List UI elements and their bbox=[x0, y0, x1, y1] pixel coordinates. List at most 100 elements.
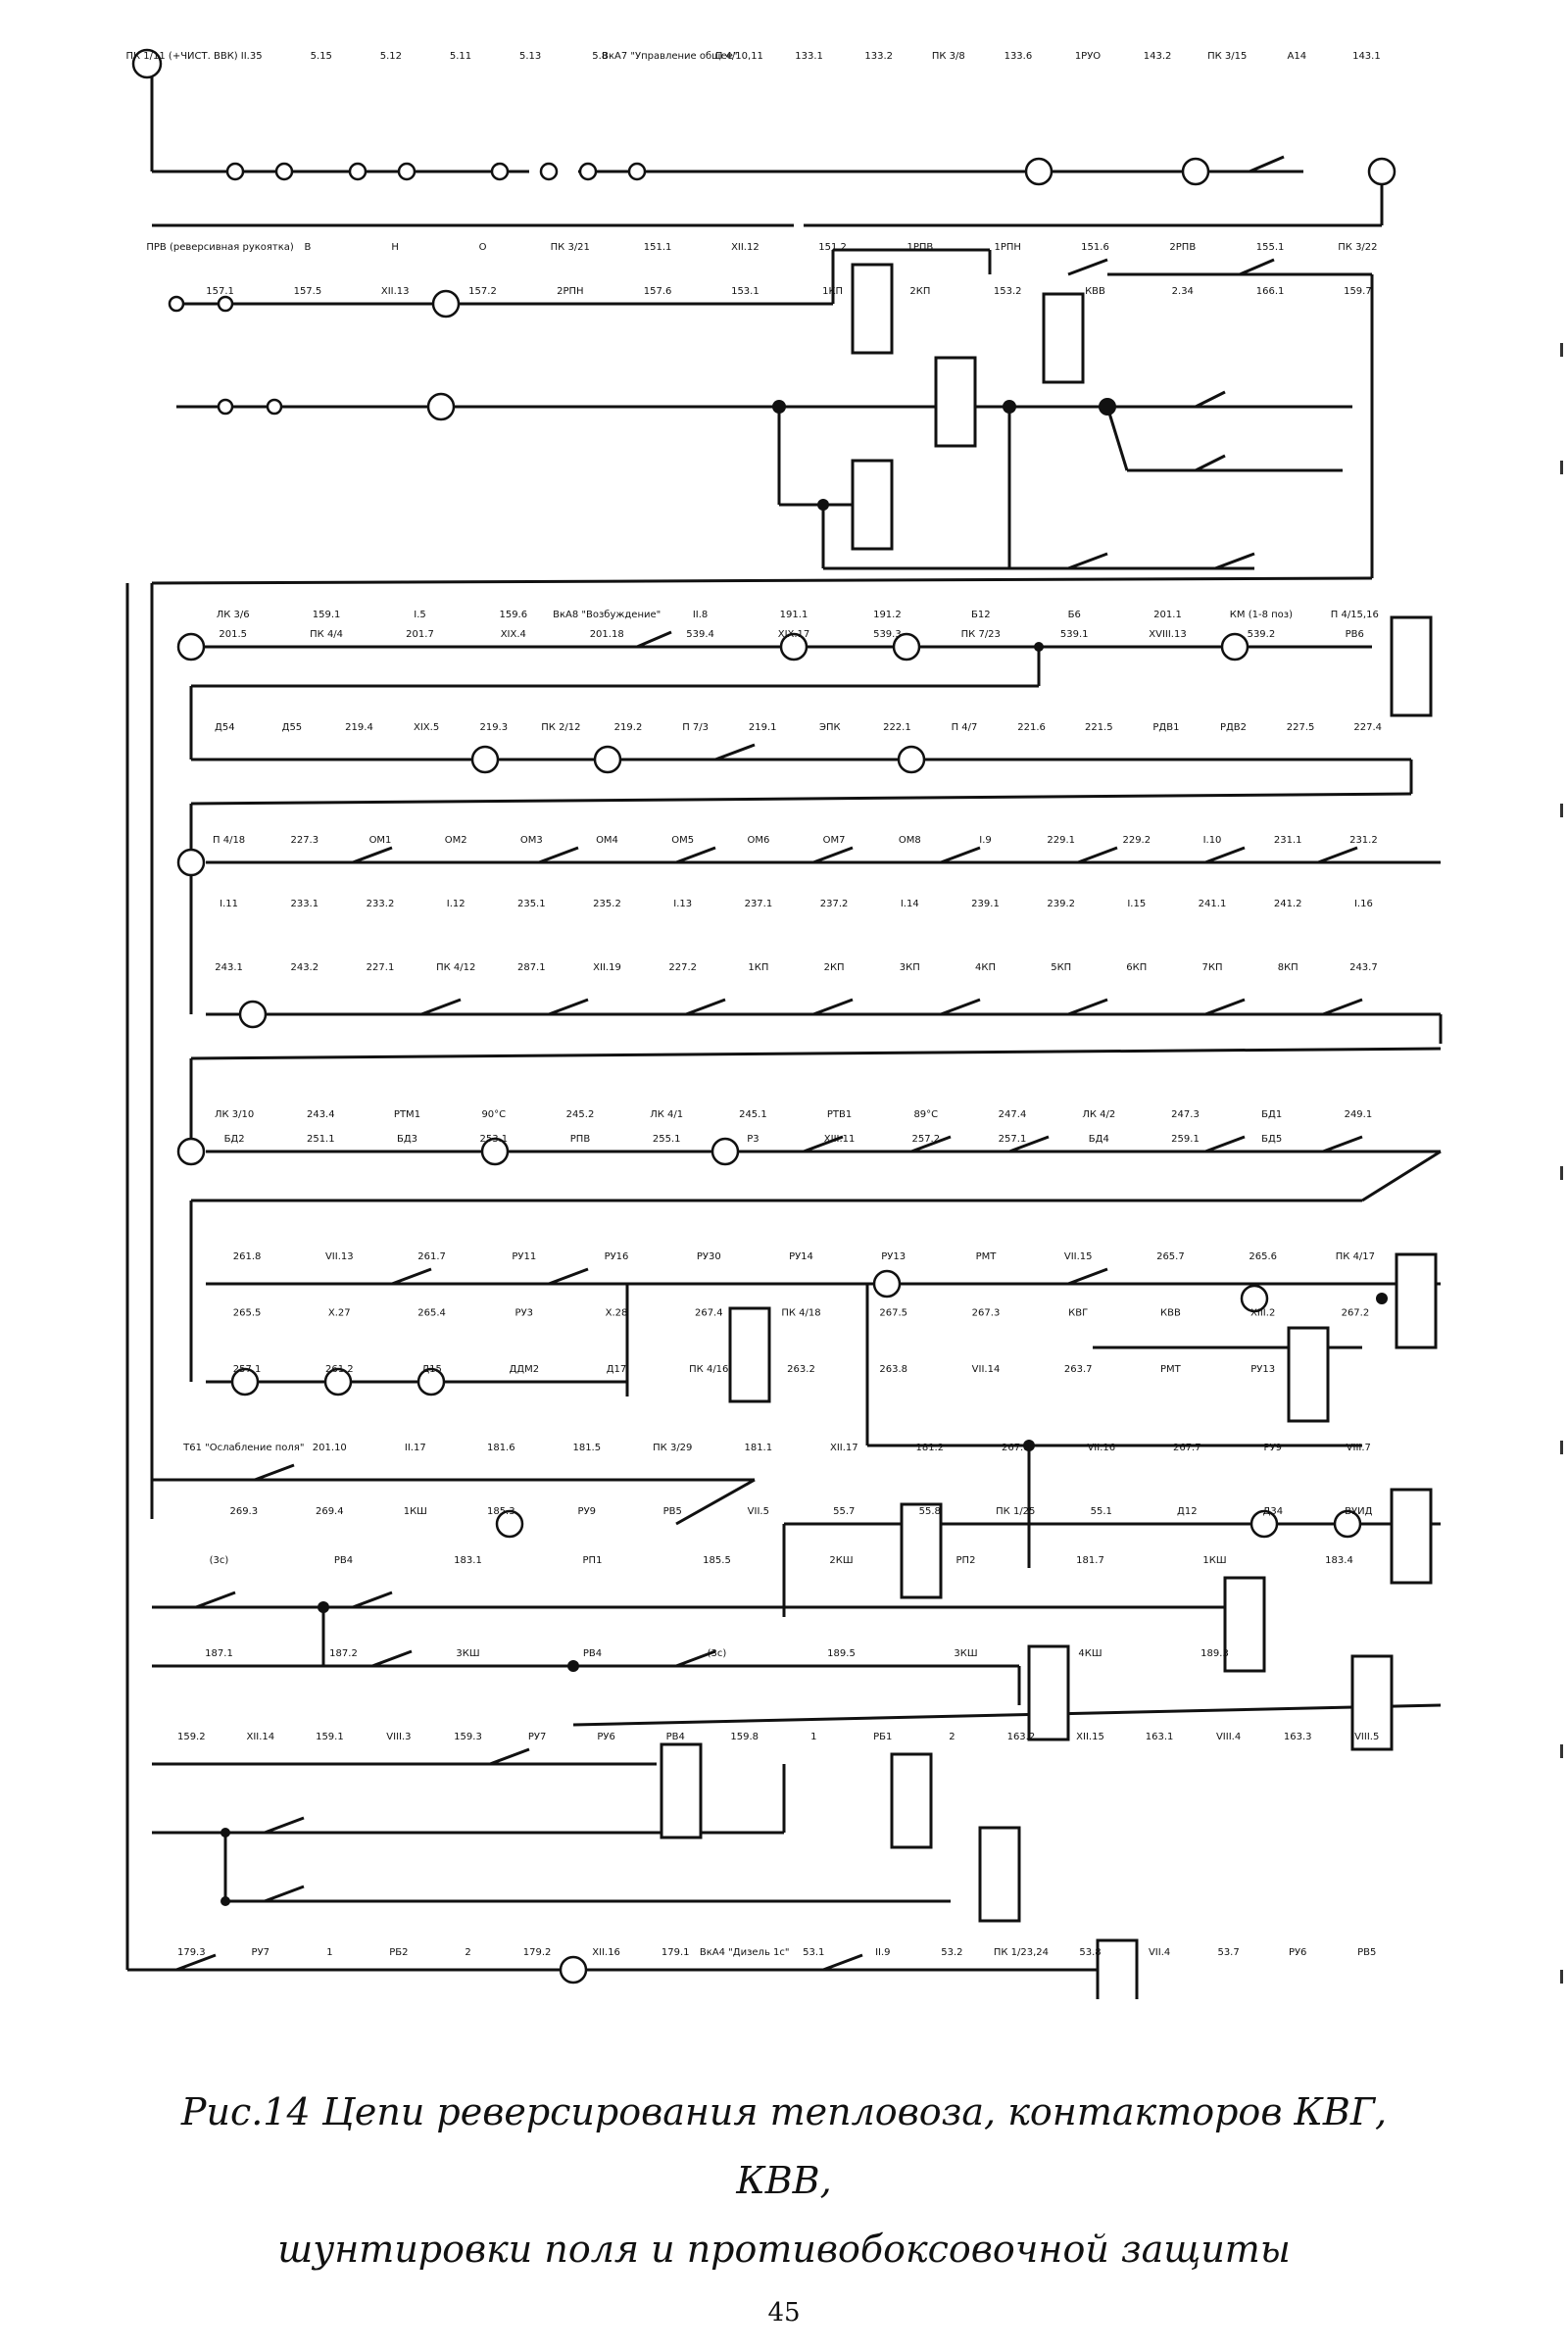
circuit-label: 189.5 bbox=[827, 1648, 856, 1659]
circuit-label: 143.1 bbox=[1352, 51, 1381, 62]
circuit-label: XIX.17 bbox=[778, 629, 810, 640]
circuit-label: I.16 bbox=[1354, 899, 1373, 909]
circuit-label: ПК 1/23,24 bbox=[994, 1947, 1049, 1958]
circuit-label: П 4/18 bbox=[213, 835, 245, 846]
circuit-label: 239.2 bbox=[1047, 899, 1075, 909]
coil-vuid bbox=[1390, 1488, 1433, 1585]
circuit-label: РУ3 bbox=[515, 1308, 534, 1319]
circuit-label: 245.1 bbox=[739, 1109, 767, 1120]
circuit-label: ВкА4 "Дизель 1с" bbox=[700, 1947, 790, 1958]
circuit-label: ОМ2 bbox=[445, 835, 467, 846]
circuit-label: 133.6 bbox=[1004, 51, 1033, 62]
circuit-label: ПК 1/25 bbox=[996, 1506, 1035, 1517]
circuit-label: 227.1 bbox=[367, 962, 395, 973]
circuit-label: ОМ8 bbox=[899, 835, 921, 846]
circuit-label: П 7/3 bbox=[682, 722, 709, 733]
circuit-label: 257.1 bbox=[999, 1134, 1027, 1145]
scan-edge-mark bbox=[1560, 1166, 1563, 1180]
circuit-label: 153.1 bbox=[731, 286, 760, 297]
circuit-label: 221.6 bbox=[1017, 722, 1046, 733]
circuit-label: 263.2 bbox=[787, 1364, 815, 1375]
circuit-label: (3с) bbox=[708, 1648, 727, 1659]
circuit-label: ПК 3/29 bbox=[653, 1443, 692, 1453]
circuit-label: 231.1 bbox=[1274, 835, 1302, 846]
circuit-label: VIII.4 bbox=[1216, 1732, 1241, 1742]
circuit-label: 5.13 bbox=[519, 51, 541, 62]
circuit-label: 5КП bbox=[1051, 962, 1071, 973]
scan-edge-mark bbox=[1560, 1970, 1563, 1984]
circuit-label: 159.1 bbox=[313, 610, 341, 620]
caption-line-2: шунтировки поля и противобоксовочной защ… bbox=[277, 2228, 1291, 2271]
circuit-label: 163.2 bbox=[1007, 1732, 1036, 1742]
circuit-label: 151.1 bbox=[644, 242, 672, 253]
circuit-label: 163.1 bbox=[1146, 1732, 1174, 1742]
circuit-label: XII.12 bbox=[731, 242, 760, 253]
circuit-label: XII.15 bbox=[1076, 1732, 1104, 1742]
circuit-label: 261.2 bbox=[325, 1364, 354, 1375]
circuit-label: 157.5 bbox=[294, 286, 322, 297]
circuit-label: 249.1 bbox=[1345, 1109, 1373, 1120]
coil-1rpv bbox=[851, 263, 894, 355]
circuit-label: VII.15 bbox=[1064, 1251, 1093, 1262]
circuit-label: I.9 bbox=[979, 835, 992, 846]
circuit-label: РУ11 bbox=[512, 1251, 536, 1262]
circuit-label: РУ9 bbox=[578, 1506, 597, 1517]
circuit-label: XII.14 bbox=[246, 1732, 274, 1742]
circuit-label: РУ30 bbox=[697, 1251, 721, 1262]
coil-1rpn bbox=[934, 356, 977, 448]
circuit-label: 267.3 bbox=[972, 1308, 1001, 1319]
circuit-label: А14 bbox=[1288, 51, 1307, 62]
circuit-label: 1РПВ bbox=[907, 242, 934, 253]
circuit-label: X.27 bbox=[328, 1308, 351, 1319]
circuit-label: 185.5 bbox=[703, 1555, 731, 1566]
circuit-label: РУ16 bbox=[605, 1251, 629, 1262]
circuit-label: 183.4 bbox=[1325, 1555, 1353, 1566]
circuit-label: XIII.11 bbox=[824, 1134, 856, 1145]
circuit-label: 221.5 bbox=[1085, 722, 1113, 733]
relay-rv5 bbox=[1096, 1938, 1139, 1999]
circuit-label: РПВ bbox=[570, 1134, 591, 1145]
circuit-label: 5.8 bbox=[592, 51, 608, 62]
circuit-label: II.17 bbox=[405, 1443, 426, 1453]
circuit-label: VII.16 bbox=[1087, 1443, 1115, 1453]
circuit-label: I.10 bbox=[1203, 835, 1222, 846]
circuit-label: 183.1 bbox=[454, 1555, 482, 1566]
circuit-label: XII.13 bbox=[381, 286, 410, 297]
circuit-label: 219.3 bbox=[479, 722, 508, 733]
circuit-label: 55.1 bbox=[1091, 1506, 1112, 1517]
circuit-label: 181.6 bbox=[487, 1443, 515, 1453]
circuit-label: РБ2 bbox=[389, 1947, 408, 1958]
circuit-label: ОМ4 bbox=[596, 835, 618, 846]
circuit-label: 219.4 bbox=[345, 722, 373, 733]
circuit-label: 201.7 bbox=[406, 629, 434, 640]
scan-edge-mark bbox=[1560, 461, 1563, 474]
circuit-label: 5.12 bbox=[380, 51, 402, 62]
circuit-label: VIII.7 bbox=[1347, 1443, 1371, 1453]
circuit-label: РВ5 bbox=[663, 1506, 682, 1517]
circuit-label: РВ4 bbox=[334, 1555, 353, 1566]
circuit-label: ЛК 4/1 bbox=[650, 1109, 683, 1120]
circuit-label: 247.4 bbox=[999, 1109, 1027, 1120]
circuit-label: 241.1 bbox=[1199, 899, 1227, 909]
circuit-label: Д34 bbox=[1263, 1506, 1284, 1517]
circuit-label: X.28 bbox=[606, 1308, 628, 1319]
circuit-label: П 4/7 bbox=[952, 722, 978, 733]
circuit-label: 243.7 bbox=[1349, 962, 1378, 973]
circuit-label: 265.6 bbox=[1249, 1251, 1277, 1262]
circuit-label: XIX.5 bbox=[414, 722, 439, 733]
circuit-label: 4КШ bbox=[1078, 1648, 1102, 1659]
circuit-label: 187.2 bbox=[329, 1648, 358, 1659]
circuit-label: II.9 bbox=[875, 1947, 890, 1958]
circuit-label: 133.2 bbox=[864, 51, 893, 62]
circuit-label: 233.1 bbox=[290, 899, 318, 909]
circuit-label: 257.2 bbox=[911, 1134, 940, 1145]
circuit-label: 166.1 bbox=[1256, 286, 1285, 297]
circuit-label: ЛК 3/6 bbox=[217, 610, 250, 620]
circuit-label: 191.2 bbox=[873, 610, 902, 620]
circuit-label: 1КП bbox=[748, 962, 768, 973]
circuit-label: 267.5 bbox=[879, 1308, 907, 1319]
circuit-label: РУ6 bbox=[597, 1732, 615, 1742]
coil-kvv bbox=[1287, 1326, 1330, 1423]
relay-rv4 bbox=[890, 1752, 933, 1849]
circuit-label: 3КШ bbox=[456, 1648, 479, 1659]
